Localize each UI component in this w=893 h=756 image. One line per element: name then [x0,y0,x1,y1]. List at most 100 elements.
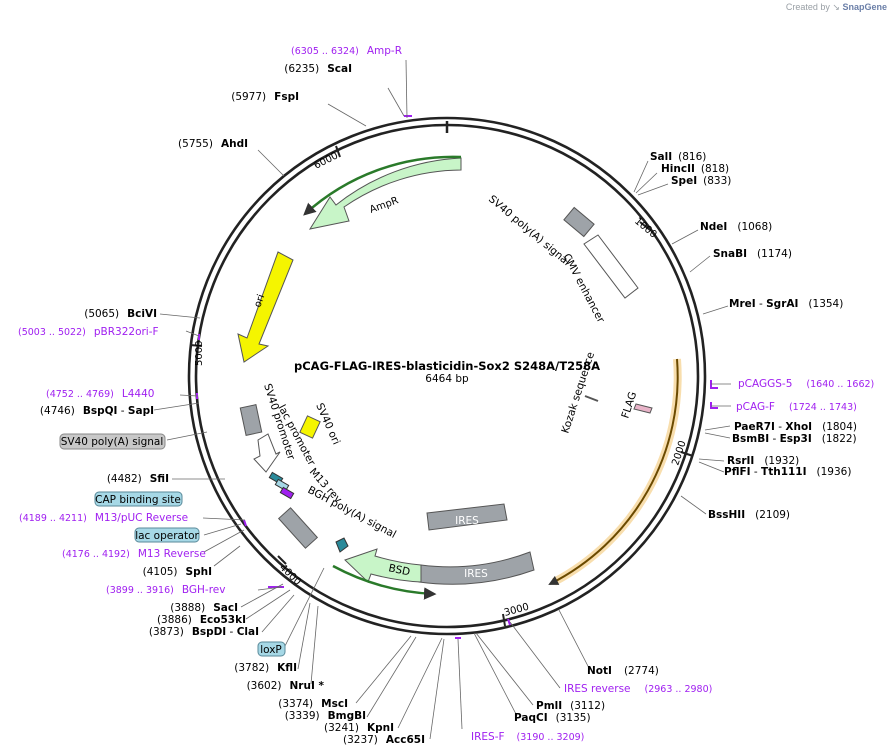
primer-pcaggs-5[interactable]: pCAGGS-5 [738,378,792,390]
site-bsshii-pos: (2109) [755,509,790,521]
boxed-sv40-polya[interactable]: SV40 poly(A) signal [59,433,166,450]
site-sali[interactable]: SalI [650,151,672,163]
site-noti[interactable]: NotI [587,665,612,677]
primer-l4440[interactable]: L4440 [122,388,155,400]
primer-pbr322ori-f[interactable]: pBR322ori-F [94,326,159,338]
primer-m13puc[interactable]: M13/pUC Reverse [95,512,188,524]
svg-text:MreI - SgrAI(1354): MreI - SgrAI(1354) [729,298,843,310]
site-kfli[interactable]: KflI [277,662,297,674]
site-paqci[interactable]: PaqCI [514,712,548,724]
site-spei[interactable]: SpeI [671,175,697,187]
boxed-labels: SV40 poly(A) signal CAP binding site lac… [59,433,286,657]
svg-text:(3237)Acc65I: (3237)Acc65I [343,734,425,746]
site-xhoi[interactable]: XhoI [785,421,812,433]
boxed-loxp[interactable]: loxP [257,641,286,657]
site-acc65i[interactable]: Acc65I [386,734,425,746]
svg-text:(3782)KflI: (3782)KflI [234,662,297,674]
site-sapi[interactable]: SapI [128,405,154,417]
svg-text:IRES-F(3190 .. 3209): IRES-F(3190 .. 3209) [471,731,584,743]
site-esp3i[interactable]: Esp3I [780,433,812,445]
site-eco53ki[interactable]: Eco53kI [200,614,246,626]
bsd-highlight [332,564,437,600]
site-ahdi[interactable]: AhdI [221,138,248,150]
site-snabi[interactable]: SnaBI [713,248,747,260]
svg-text:(6305 .. 6324)Amp-R: (6305 .. 6324)Amp-R [291,45,402,57]
snapgene-logo-icon: ↘ [832,2,840,12]
primer-pcaggs-5-range: (1640 .. 1662) [806,379,874,390]
sv40-ori-feature[interactable] [299,415,321,439]
site-sphi[interactable]: SphI [186,566,212,578]
site-msci[interactable]: MscI [321,698,348,710]
loxp-feature[interactable] [335,537,349,553]
ampr-arrow[interactable] [308,157,462,230]
svg-text:SalI(816): SalI(816) [650,151,706,163]
primer-m13-reverse-range: (4176 .. 4192) [62,549,130,560]
svg-text:pCAG-F(1724 .. 1743): pCAG-F(1724 .. 1743) [736,401,857,413]
site-bspdi[interactable]: BspDI [192,626,226,638]
site-rsrii-pos: (1932) [764,455,799,467]
site-nrui[interactable]: NruI * [290,680,325,692]
kozak-feature[interactable] [584,395,599,402]
m13-rev-feature[interactable] [279,486,295,500]
site-xhoi-pos: (1804) [822,421,857,433]
site-bcivi[interactable]: BciVI [127,308,157,320]
primer-pcag-f[interactable]: pCAG-F [736,401,775,413]
svg-text:IRES reverse(2963 .. 2980): IRES reverse(2963 .. 2980) [564,683,712,695]
sv40-polya-feature[interactable] [239,404,263,436]
site-bsmbi[interactable]: BsmBI [732,433,769,445]
flag-feature[interactable] [633,403,653,414]
sv40-polya-top-label: SV40 poly(A) signal [486,193,572,268]
lac-operator-feature[interactable] [274,478,290,492]
site-bspqi-pos: (4746) [40,405,75,417]
primer-m13-reverse[interactable]: M13 Reverse [138,548,206,560]
site-sgrai[interactable]: SgrAI [766,298,798,310]
site-clai[interactable]: ClaI [237,626,259,638]
site-paer7i[interactable]: PaeR7I [734,421,775,433]
primer-ires-reverse[interactable]: IRES reverse [564,683,631,695]
primer-bgh-rev[interactable]: BGH-rev [182,584,226,596]
site-kpni[interactable]: KpnI [367,722,394,734]
site-pmli[interactable]: PmlI [536,700,562,712]
site-bsshii[interactable]: BssHII [708,509,745,521]
plasmid-title: pCAG-FLAG-IRES-blasticidin-Sox2 S248A/T2… [294,359,600,373]
site-pmli-pos: (3112) [570,700,605,712]
svg-text:SpeI(833): SpeI(833) [671,175,731,187]
sv40-promoter-feature[interactable] [253,433,281,473]
ires-inner-feature[interactable] [426,503,508,531]
cmv-enhancer-feature[interactable] [583,234,639,299]
site-mrei[interactable]: MreI [729,298,756,310]
site-fspi[interactable]: FspI [274,91,299,103]
site-hincii[interactable]: HincII [661,163,695,175]
bsd-arrow[interactable] [344,548,422,583]
backbone-outer [187,116,707,636]
boxed-lac-operator[interactable]: lac operator [134,527,200,543]
tick-label-5000: 5000 [194,341,205,366]
site-ndei[interactable]: NdeI [700,221,727,233]
sv40-polya-top-feature[interactable] [563,206,595,238]
svg-text:(4176 .. 4192)M13 Reverse: (4176 .. 4192) M13 Reverse [62,548,206,560]
site-sfii[interactable]: SfiI [150,473,169,485]
svg-text:(4105)SphI: (4105)SphI [143,566,212,578]
svg-text:(5003 .. 5022)pBR322ori-F: (5003 .. 5022)pBR322ori-F [18,326,159,338]
ires-outer-feature[interactable] [418,551,535,585]
site-tth111i[interactable]: Tth111I [761,466,806,478]
site-rsrii[interactable]: RsrII [727,455,754,467]
primer-amp-r[interactable]: Amp-R [367,45,402,57]
svg-text:NdeI(1068): NdeI(1068) [700,221,772,233]
site-pflfi[interactable]: PflFI [724,466,751,478]
orf-arrow[interactable] [548,358,679,585]
boxed-cap-binding-site[interactable]: CAP binding site [94,491,183,507]
site-msci-pos: (3374) [278,698,313,710]
svg-text:(5755)AhdI: (5755)AhdI [178,138,248,150]
site-bmgbi[interactable]: BmgBI [328,710,366,722]
site-bspqi[interactable]: BspQI [83,405,118,417]
ori-arrow[interactable] [237,251,294,363]
site-scai[interactable]: ScaI [327,63,352,75]
svg-text:PmlI(3112): PmlI (3112) [536,700,605,712]
bgh-polya-feature[interactable] [277,507,319,549]
primer-ires-f[interactable]: IRES-F [471,731,505,743]
site-bsmbi-pos: (1822) [822,433,857,445]
svg-text:(4189 .. 4211)M13/pUC Reverse: (4189 .. 4211)M13/pUC Reverse [19,512,188,524]
site-saci[interactable]: SacI [213,602,238,614]
